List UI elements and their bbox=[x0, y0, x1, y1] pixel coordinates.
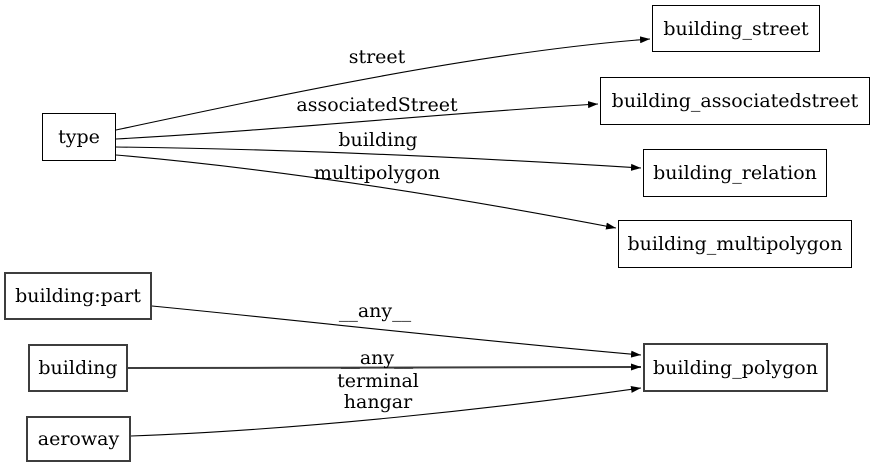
node-building_street: building_street bbox=[652, 5, 820, 52]
edge-label-multipolygon: multipolygon bbox=[313, 162, 441, 184]
node-building: building bbox=[28, 344, 128, 392]
edge-type-building_multipolygon bbox=[115, 154, 617, 230]
edge-label-associatedstreet: associatedStreet bbox=[296, 94, 458, 116]
edge-label-terminal: terminal bbox=[337, 370, 419, 392]
node-type-label: type bbox=[58, 126, 100, 148]
node-building_polygon-label: building_polygon bbox=[653, 356, 818, 379]
node-building_polygon: building_polygon bbox=[643, 343, 828, 392]
node-building_multipolygon: building_multipolygon bbox=[618, 220, 852, 268]
node-building_multipolygon-label: building_multipolygon bbox=[627, 233, 843, 255]
node-building-part: building:part bbox=[4, 272, 152, 320]
edge-aeroway-building_polygon bbox=[130, 385, 642, 437]
edge-label-building: building bbox=[338, 129, 418, 151]
edge-type-building_associatedstreet bbox=[115, 101, 599, 140]
edge-type-building_relation bbox=[115, 146, 642, 171]
edge-label-street: street bbox=[348, 46, 406, 68]
node-building_associatedstreet: building_associatedstreet bbox=[600, 77, 870, 125]
node-aeroway-label: aeroway bbox=[37, 428, 120, 450]
edge-building-building_polygon bbox=[127, 363, 642, 371]
node-building-label: building bbox=[38, 357, 118, 379]
node-building_relation: building_relation bbox=[643, 149, 827, 197]
node-type: type bbox=[42, 113, 116, 161]
edge-label-any-building: __any__ bbox=[340, 347, 414, 369]
node-aeroway: aeroway bbox=[26, 416, 131, 462]
node-building_associatedstreet-label: building_associatedstreet bbox=[611, 90, 859, 112]
node-building_street-label: building_street bbox=[663, 17, 809, 40]
edge-label-any-buildingpart: __any__ bbox=[338, 300, 412, 322]
edge-buildingpart-building_polygon bbox=[151, 305, 642, 358]
edge-label-terminal-hangar: terminal hangar bbox=[337, 371, 419, 413]
node-building-part-label: building:part bbox=[15, 285, 141, 307]
node-building_relation-label: building_relation bbox=[653, 162, 817, 184]
edge-type-building_street bbox=[115, 36, 651, 131]
edge-label-hangar: hangar bbox=[343, 391, 413, 413]
